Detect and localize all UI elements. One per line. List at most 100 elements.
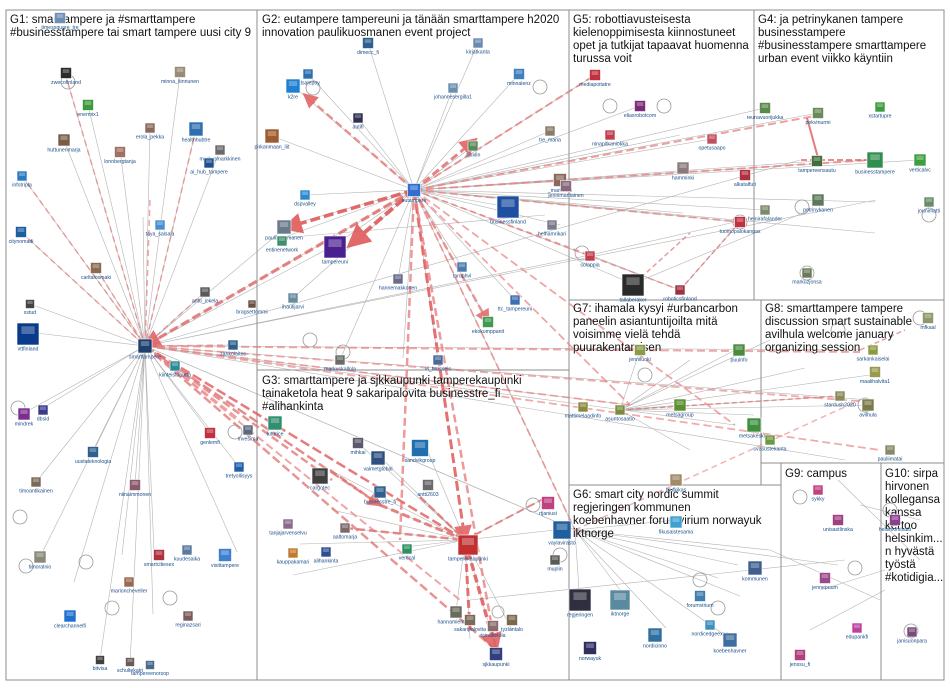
avatar-highlight bbox=[547, 127, 553, 131]
avatar-icon bbox=[674, 284, 686, 296]
avatar-highlight bbox=[741, 171, 749, 175]
avatar-icon bbox=[541, 496, 555, 510]
avatar-highlight bbox=[761, 104, 769, 108]
avatar-highlight bbox=[556, 175, 564, 180]
avatar-highlight bbox=[696, 592, 704, 596]
node-label: markuskallola bbox=[324, 367, 356, 373]
avatar-icon bbox=[577, 401, 589, 413]
node-cargotec: cargotec bbox=[310, 467, 330, 492]
node-avilhula: avilhula bbox=[859, 398, 877, 419]
node-label: koebenhavner bbox=[714, 649, 747, 655]
avatar-icon bbox=[467, 140, 479, 152]
avatar-highlight bbox=[355, 114, 361, 118]
node-bragsettommi: bragsettommi bbox=[236, 299, 268, 316]
node-dbsid: dbsid bbox=[37, 404, 50, 423]
node-label: infotripla bbox=[12, 183, 32, 189]
avatar-highlight bbox=[56, 14, 64, 18]
node-label: stardush2020 bbox=[824, 403, 856, 409]
node-regjeringen: regjeringen bbox=[567, 588, 593, 619]
avatar-icon bbox=[482, 316, 494, 328]
node-dimecc_fi: dimecc_fi bbox=[357, 37, 379, 56]
avatar-icon bbox=[129, 479, 141, 491]
node-label: tanjajarvenselvu bbox=[269, 531, 307, 537]
avatar-highlight bbox=[184, 546, 190, 550]
avatar-highlight bbox=[459, 263, 465, 267]
node-mihkai: mihkai bbox=[351, 437, 366, 456]
node-markuzjonsa: markuzjonsa bbox=[792, 267, 822, 286]
node-label: johannesergilla1 bbox=[433, 95, 472, 101]
node-label: hannamiempola bbox=[438, 620, 475, 626]
group-box-g9 bbox=[780, 462, 882, 681]
avatar-highlight bbox=[364, 39, 372, 43]
avatar-icon bbox=[227, 339, 239, 351]
avatar-highlight bbox=[580, 403, 586, 407]
avatar-highlight bbox=[245, 426, 251, 430]
avatar-icon bbox=[722, 632, 738, 648]
avatar-highlight bbox=[84, 101, 92, 105]
node-marioncheveller: marioncheveller bbox=[111, 576, 148, 595]
node-label: cargotec bbox=[310, 486, 330, 492]
node-label: ihautijarvi bbox=[282, 305, 304, 311]
avatar-icon bbox=[812, 107, 824, 119]
node-label: pekvinurmi bbox=[805, 120, 830, 126]
node-label: autifi bbox=[353, 125, 364, 131]
node-label: dbsid bbox=[37, 417, 50, 423]
node-roboticsfinland: roboticsfinland bbox=[663, 284, 697, 303]
avatar-icon bbox=[60, 67, 72, 79]
avatar-icon bbox=[54, 12, 66, 24]
node-helhamrikari: helhamrikari bbox=[538, 219, 566, 238]
node-tallaberaker: tallaberaker bbox=[619, 273, 647, 304]
avatar-highlight bbox=[290, 294, 296, 298]
node-label: eliasrobotcom bbox=[624, 113, 656, 119]
node-label: k2re bbox=[288, 95, 298, 101]
node-asuntosaatio: asuntosaatio bbox=[605, 404, 635, 423]
node-label: bitvisa bbox=[93, 666, 108, 672]
node-kiinteistoautta: kiinteistoautta bbox=[159, 360, 191, 379]
avatar-icon bbox=[33, 550, 47, 564]
node-label: kirjatkanta bbox=[466, 50, 490, 56]
node-label: janisuonpara bbox=[896, 639, 927, 645]
avatar-highlight bbox=[916, 155, 924, 160]
node-label: jenniluoki bbox=[628, 357, 651, 363]
avatar-highlight bbox=[626, 277, 640, 285]
avatar-highlight bbox=[804, 269, 810, 273]
avatar-icon bbox=[203, 157, 215, 169]
avatar-highlight bbox=[424, 481, 432, 485]
avatar-icon bbox=[125, 657, 135, 667]
node-label: enermix1 bbox=[77, 112, 98, 118]
node-label: jennepuum bbox=[811, 585, 838, 591]
node-label: jenssu_fi bbox=[789, 662, 810, 668]
node-label: citynomadi bbox=[9, 239, 34, 245]
node-kauppakamari: kauppakamari bbox=[277, 547, 309, 566]
avatar-icon bbox=[392, 273, 404, 285]
node-label: heinirafalander bbox=[748, 217, 783, 223]
node-label: puuinfo bbox=[730, 358, 747, 364]
avatar-icon bbox=[669, 473, 683, 487]
avatar-icon bbox=[188, 121, 204, 137]
avatar-highlight bbox=[887, 446, 893, 450]
avatar-highlight bbox=[562, 182, 570, 186]
avatar-highlight bbox=[230, 341, 236, 345]
node-label: healthhubtre bbox=[182, 138, 211, 144]
node-label: timoantikainen bbox=[19, 489, 53, 495]
node-label: kommunen bbox=[742, 577, 768, 583]
avatar-icon bbox=[282, 518, 294, 530]
avatar-highlight bbox=[614, 593, 626, 600]
node-label: mattimelaadinfo bbox=[565, 414, 602, 420]
avatar-icon bbox=[889, 514, 901, 526]
avatar-highlight bbox=[813, 157, 821, 161]
avatar-icon bbox=[334, 354, 346, 366]
avatar-highlight bbox=[157, 221, 163, 225]
avatar-icon bbox=[247, 299, 257, 309]
avatar-icon bbox=[114, 146, 126, 158]
avatar-highlight bbox=[871, 368, 879, 372]
node-minna_kinnunen: minna_kinnunen bbox=[161, 66, 199, 85]
node-niinaimmonen: niinaimmonen bbox=[119, 479, 151, 498]
avatar-icon bbox=[299, 189, 311, 201]
node-norwayuk: norwayuk bbox=[579, 641, 602, 662]
avatar-highlight bbox=[821, 574, 829, 578]
node-uustateknologia: uustateknologia bbox=[75, 446, 111, 465]
node-petrinykanen: petrinykanen bbox=[803, 193, 833, 214]
node-label: norwayuk bbox=[579, 656, 602, 662]
